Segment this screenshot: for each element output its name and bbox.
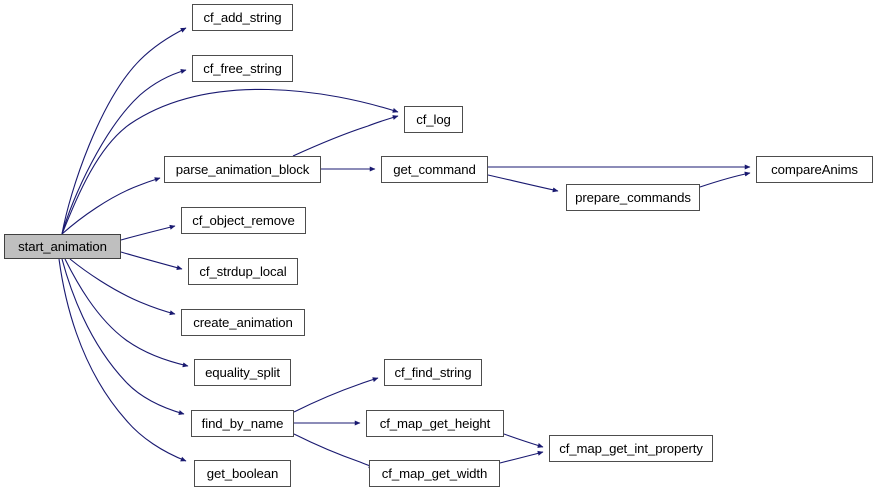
graph-node-label: equality_split: [205, 364, 280, 380]
graph-node-label: cf_find_string: [394, 364, 472, 380]
graph-node-prepare_commands[interactable]: prepare_commands: [566, 184, 700, 211]
graph-node-cf_object_remove[interactable]: cf_object_remove: [181, 207, 306, 234]
graph-node-label: get_command: [393, 161, 476, 177]
call-edge-start_animation-to-cf_free_string: [61, 69, 187, 235]
call-edge-start_animation-to-cf_object_remove: [120, 224, 176, 241]
graph-node-equality_split[interactable]: equality_split: [194, 359, 291, 386]
graph-node-label: create_animation: [193, 314, 293, 330]
graph-node-parse_animation_block[interactable]: parse_animation_block: [164, 156, 321, 183]
graph-node-get_boolean[interactable]: get_boolean: [194, 460, 291, 487]
graph-node-label: cf_map_get_width: [381, 465, 488, 481]
graph-node-label: prepare_commands: [575, 189, 691, 205]
call-edge-find_by_name-to-cf_find_string: [293, 377, 379, 413]
graph-node-cf_log[interactable]: cf_log: [404, 106, 463, 133]
call-edges: [58, 27, 751, 469]
graph-node-cf_find_string[interactable]: cf_find_string: [384, 359, 482, 386]
call-edge-start_animation-to-cf_add_string: [61, 27, 187, 235]
graph-node-label: cf_add_string: [203, 9, 282, 25]
graph-node-label: compareAnims: [771, 161, 858, 177]
graph-node-label: cf_strdup_local: [199, 263, 287, 279]
call-edge-start_animation-to-create_animation: [69, 258, 176, 316]
call-edge-prepare_commands-to-compareAnims: [699, 171, 751, 188]
graph-node-find_by_name[interactable]: find_by_name: [191, 410, 294, 437]
call-edge-start_animation-to-parse_animation_block: [61, 177, 161, 235]
call-edge-start_animation-to-equality_split: [64, 258, 189, 368]
graph-node-compareAnims[interactable]: compareAnims: [756, 156, 873, 183]
graph-node-label: get_boolean: [206, 465, 279, 481]
graph-node-label: find_by_name: [201, 415, 284, 431]
graph-node-create_animation[interactable]: create_animation: [181, 309, 305, 336]
call-edge-find_by_name-to-cf_map_get_width: [293, 433, 375, 469]
graph-node-cf_free_string[interactable]: cf_free_string: [192, 55, 293, 82]
graph-node-cf_map_get_height[interactable]: cf_map_get_height: [366, 410, 504, 437]
call-edge-start_animation-to-cf_strdup_local: [120, 251, 183, 271]
call-edge-get_command-to-prepare_commands: [487, 174, 559, 193]
graph-node-cf_map_get_width[interactable]: cf_map_get_width: [369, 460, 500, 487]
graph-node-cf_add_string[interactable]: cf_add_string: [192, 4, 293, 31]
call-edge-start_animation-to-find_by_name: [61, 258, 185, 415]
graph-node-label: cf_map_get_height: [379, 415, 491, 431]
graph-node-label: start_animation: [18, 238, 107, 254]
call-edge-cf_map_get_height-to-cf_map_get_int_property: [503, 433, 544, 448]
graph-node-label: cf_map_get_int_property: [559, 440, 703, 456]
call-edge-start_animation-to-get_boolean: [58, 258, 187, 462]
graph-node-cf_map_get_int_property[interactable]: cf_map_get_int_property: [549, 435, 713, 462]
graph-node-label: cf_log: [416, 111, 451, 127]
graph-node-label: cf_free_string: [203, 60, 282, 76]
graph-node-cf_strdup_local[interactable]: cf_strdup_local: [188, 258, 298, 285]
call-edge-parse_animation_block-to-cf_log: [292, 115, 399, 157]
call-edge-cf_map_get_width-to-cf_map_get_int_property: [499, 450, 544, 464]
graph-node-get_command[interactable]: get_command: [381, 156, 488, 183]
graph-node-label: parse_animation_block: [175, 161, 310, 177]
graph-node-start_animation[interactable]: start_animation: [4, 234, 121, 259]
graph-node-label: cf_object_remove: [192, 212, 295, 228]
